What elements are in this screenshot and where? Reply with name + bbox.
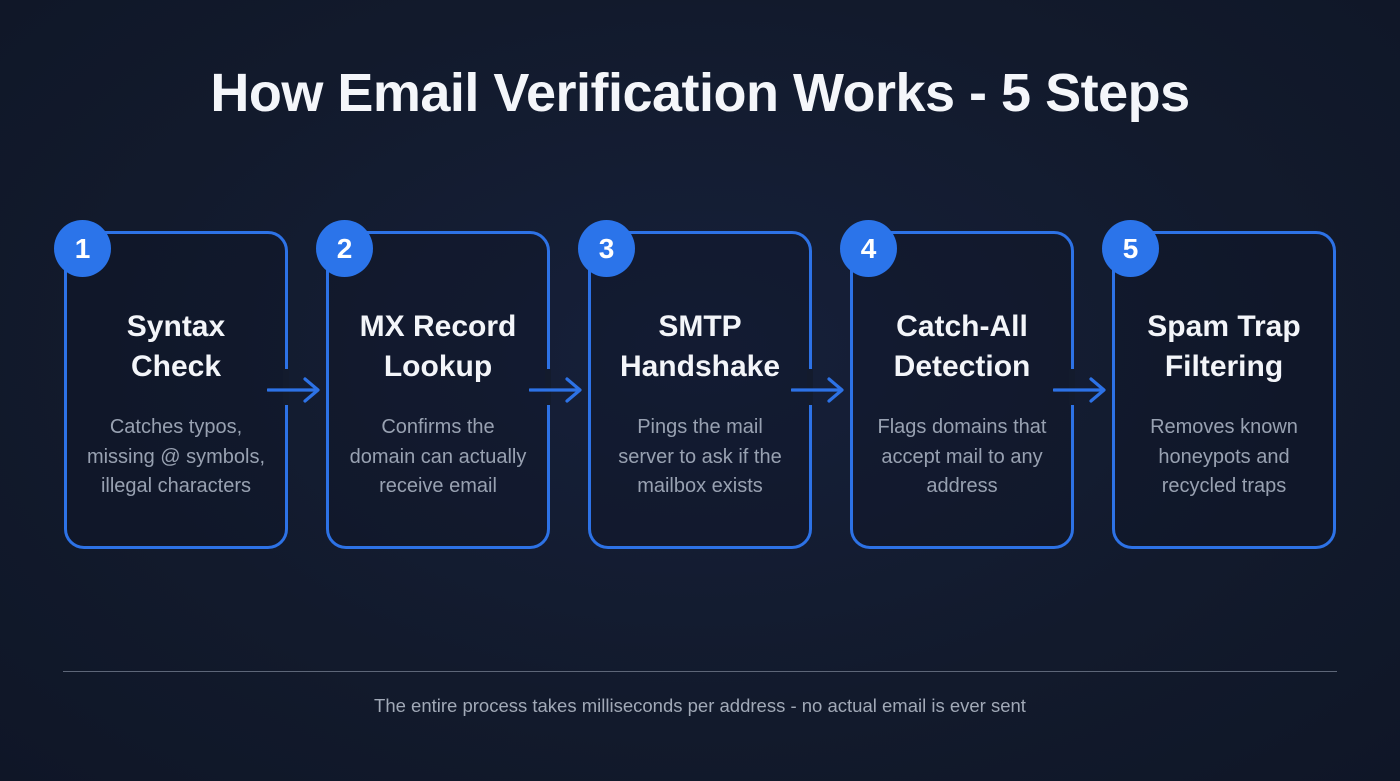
step-description: Pings the mail server to ask if the mail…: [618, 416, 782, 497]
step-card-4: 4 Catch-All Detection Flags domains that…: [840, 220, 1075, 549]
step-title: SMTP Handshake: [619, 310, 781, 383]
arrow-right-icon: [267, 377, 320, 403]
step-number-badge: 1: [54, 220, 111, 277]
step-card-5: 5 Spam Trap Filtering Removes known hone…: [1102, 220, 1336, 549]
step-card-3: 3 SMTP Handshake Pings the mail server t…: [578, 220, 813, 549]
step-card-1: 1 Syntax Check Catches typos, missing @ …: [54, 220, 289, 549]
border-gap: [545, 369, 551, 405]
step-number-badge: 5: [1102, 220, 1159, 277]
step-title: Syntax Check: [126, 310, 226, 383]
step-number-badge: 4: [840, 220, 897, 277]
border-gap: [283, 369, 289, 405]
step-title: Catch-All Detection: [893, 310, 1031, 383]
step-title: Spam Trap Filtering: [1147, 310, 1301, 383]
border-gap: [807, 369, 813, 405]
step-title: MX Record Lookup: [359, 310, 517, 383]
arrow-right-icon: [529, 377, 582, 403]
step-description: Flags domains that accept mail to any ad…: [877, 416, 1047, 497]
step-card-2: 2 MX Record Lookup Confirms the domain c…: [316, 220, 551, 549]
step-description: Confirms the domain can actually receive…: [349, 416, 527, 497]
step-number-badge: 3: [578, 220, 635, 277]
arrow-right-icon: [791, 377, 844, 403]
footer-divider: [63, 671, 1337, 672]
border-gap: [1069, 369, 1075, 405]
step-description: Catches typos, missing @ symbols, illega…: [86, 416, 266, 497]
footer-note: The entire process takes milliseconds pe…: [374, 695, 1026, 716]
page-title: How Email Verification Works - 5 Steps: [210, 63, 1190, 123]
step-number-badge: 2: [316, 220, 373, 277]
step-description: Removes known honeypots and recycled tra…: [1150, 416, 1298, 497]
arrow-right-icon: [1053, 377, 1106, 403]
